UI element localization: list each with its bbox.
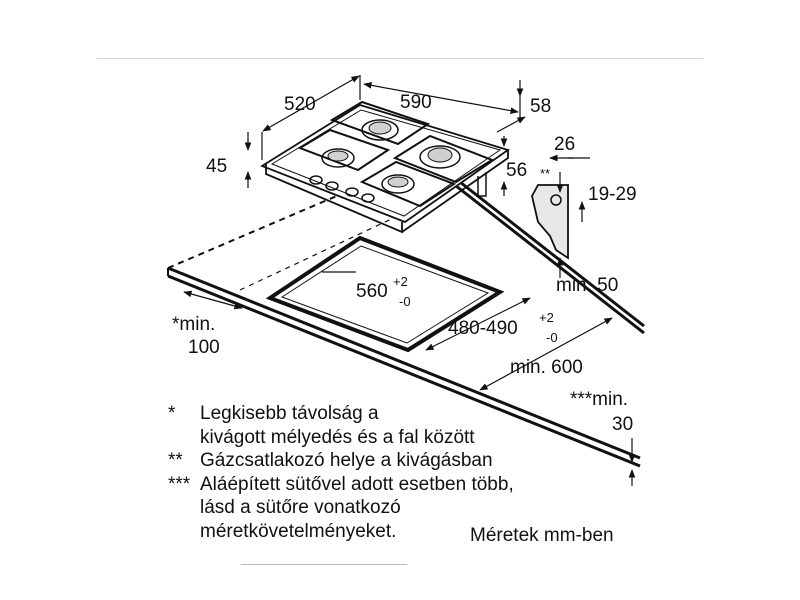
cutout — [265, 235, 505, 353]
dim-height: 45 — [206, 156, 227, 177]
note-text: Aláépített sütővel adott esetben több, l… — [200, 473, 514, 542]
hob — [260, 100, 511, 234]
dim-cutout-width-tol-plus: +2 — [393, 274, 408, 289]
note-item: * Legkisebb távolság a kivágott mélyedés… — [168, 402, 608, 449]
dim-min-wall-line2: 100 — [188, 337, 220, 358]
units-note: Méretek mm-ben — [470, 525, 614, 546]
dim-bracket-marker: ** — [540, 166, 550, 181]
dim-bracket-width: 26 — [554, 134, 575, 155]
note-mark: ** — [168, 450, 183, 471]
dim-min-below-line2: 30 — [612, 414, 633, 435]
dim-min-front: min. 50 — [556, 275, 618, 296]
dim-cutout-depth-tol-plus: +2 — [539, 310, 554, 325]
dim-cutout-width-tol-minus: -0 — [399, 294, 411, 309]
note-text: Legkisebb távolság a kivágott mélyedés é… — [200, 403, 475, 448]
dim-right-offset: 56 — [506, 160, 527, 181]
notes-list: * Legkisebb távolság a kivágott mélyedés… — [168, 402, 608, 543]
note-mark: * — [168, 403, 176, 424]
dim-cutout-depth-tol-minus: -0 — [546, 330, 558, 345]
note-item: *** Aláépített sütővel adott esetben töb… — [168, 473, 608, 544]
dim-width: 590 — [400, 92, 432, 113]
note-text: Gázcsatlakozó helye a kivágásban — [200, 450, 493, 471]
dim-bracket-range: 19-29 — [588, 184, 637, 205]
dim-depth: 520 — [284, 94, 316, 115]
bracket — [531, 184, 569, 260]
dim-min-wall-line1: *min. — [172, 314, 215, 335]
top-rule — [97, 58, 703, 59]
dim-min-depth: min. 600 — [510, 357, 583, 378]
dim-min-below-line1: ***min. — [570, 389, 628, 410]
bottom-rule — [241, 564, 407, 565]
note-item: ** Gázcsatlakozó helye a kivágásban — [168, 449, 608, 473]
note-mark: *** — [168, 473, 191, 495]
dim-cutout-depth: 480-490 — [448, 318, 518, 339]
dimension-lines — [183, 75, 636, 486]
dim-cutout-width: 560 — [356, 281, 388, 302]
dim-side-margin: 58 — [530, 96, 551, 117]
